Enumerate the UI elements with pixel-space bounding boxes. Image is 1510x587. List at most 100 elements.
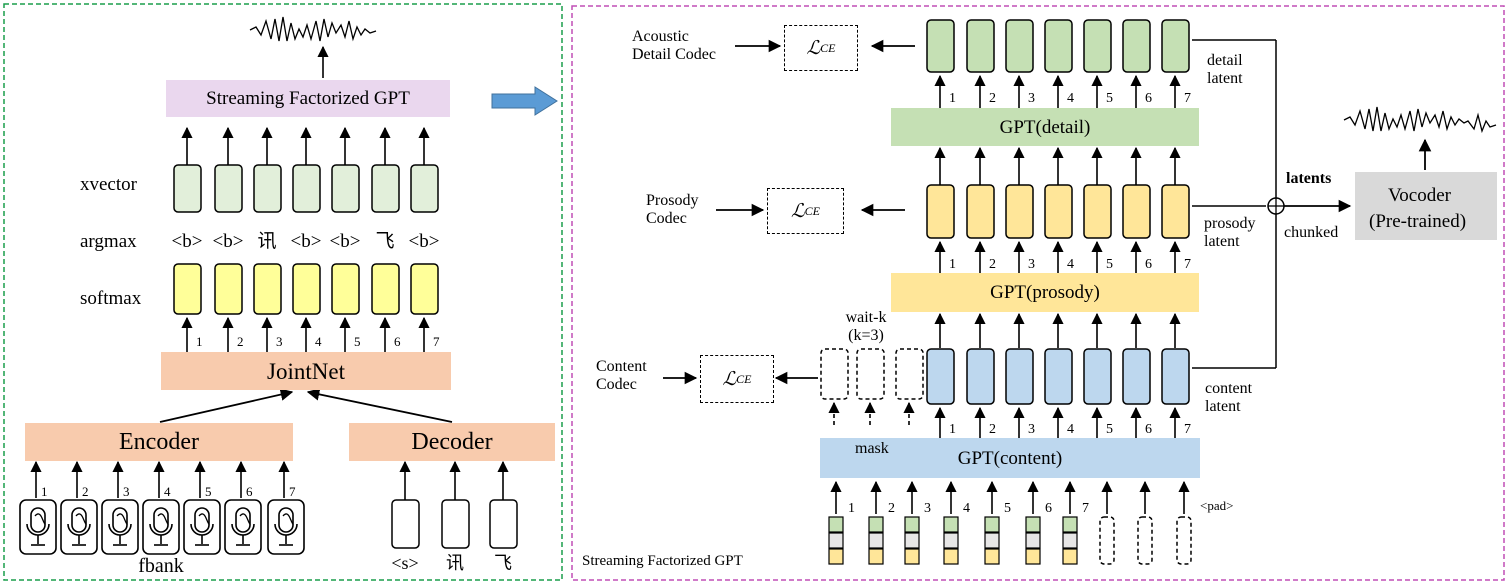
step-number: 1 bbox=[196, 334, 203, 349]
codec-token-stack bbox=[984, 516, 1000, 565]
left-panel-border bbox=[3, 3, 563, 581]
step-number: 5 bbox=[1106, 422, 1113, 437]
softmax-box bbox=[331, 263, 360, 315]
xvector-box bbox=[410, 164, 439, 213]
fbank-mic-icon bbox=[224, 499, 262, 555]
softmax-box bbox=[292, 263, 321, 315]
step-number: 1 bbox=[949, 91, 956, 106]
step-number: 4 bbox=[315, 334, 322, 349]
fbank-mic-icon bbox=[60, 499, 98, 555]
step-number: 4 bbox=[1067, 422, 1074, 437]
step-number: 2 bbox=[989, 422, 996, 437]
pad-placeholder-box bbox=[1176, 516, 1192, 565]
softmax-box bbox=[173, 263, 202, 315]
argmax-label: argmax bbox=[80, 231, 137, 252]
argmax-token: <b> bbox=[171, 231, 203, 252]
softmax-box bbox=[214, 263, 243, 315]
vocoder-pretrained-label: (Pre-trained) bbox=[1369, 211, 1467, 232]
right-waveform-icon bbox=[1343, 106, 1497, 134]
step-number: 3 bbox=[276, 334, 283, 349]
step-number: 6 bbox=[1145, 257, 1152, 272]
detail-latent-box bbox=[966, 19, 995, 73]
detail-latent-box bbox=[1161, 19, 1190, 73]
codec-token-stack bbox=[1062, 516, 1078, 565]
decoder-token-box bbox=[391, 499, 420, 549]
detail-latent-box bbox=[926, 19, 955, 73]
step-number: 7 bbox=[433, 334, 440, 349]
step-number: 5 bbox=[1106, 257, 1113, 272]
prosody-latent-label: prosody latent bbox=[1204, 215, 1256, 251]
step-number: 1 bbox=[41, 484, 48, 499]
content-latent-box bbox=[1044, 348, 1073, 405]
step-number: 6 bbox=[394, 334, 401, 349]
decoder-token-label: 讯 bbox=[446, 553, 464, 573]
pad-placeholder-box bbox=[1137, 516, 1153, 565]
step-number: 4 bbox=[164, 484, 171, 499]
content-latent-box bbox=[1161, 348, 1190, 405]
step-number: 3 bbox=[1028, 422, 1035, 437]
content-latent-box bbox=[926, 348, 955, 405]
step-number: 7 bbox=[1184, 422, 1191, 437]
gpt-content-block: GPT(content) bbox=[820, 438, 1200, 478]
codec-token-stack bbox=[1025, 516, 1041, 565]
step-number: 6 bbox=[1145, 422, 1152, 437]
step-number: 6 bbox=[1145, 91, 1152, 106]
wait-k-placeholder-box bbox=[856, 348, 885, 400]
step-number: 2 bbox=[888, 501, 895, 516]
fbank-mic-icon bbox=[183, 499, 221, 555]
xvector-box bbox=[331, 164, 360, 213]
arrow-encoder-jointnet bbox=[159, 388, 294, 423]
fbank-mic-icon bbox=[101, 499, 139, 555]
fbank-mic-icon bbox=[19, 499, 57, 555]
content-latent-box bbox=[966, 348, 995, 405]
codec-token-stack bbox=[868, 516, 884, 565]
detail-latent-label: detail latent bbox=[1207, 52, 1243, 88]
step-number: 3 bbox=[1028, 91, 1035, 106]
softmax-box bbox=[253, 263, 282, 315]
prosody-latent-box bbox=[1083, 184, 1112, 239]
xvector-label: xvector bbox=[80, 174, 137, 195]
gpt-detail-block: GPT(detail) bbox=[891, 108, 1199, 146]
argmax-token: <b> bbox=[212, 231, 244, 252]
step-number: 4 bbox=[963, 501, 970, 516]
step-number: 5 bbox=[1106, 91, 1113, 106]
right-panel-caption: Streaming Factorized GPT bbox=[582, 553, 743, 569]
wait-k-placeholder-box bbox=[820, 348, 849, 400]
step-number: 1 bbox=[848, 501, 855, 516]
prosody-latent-box bbox=[1044, 184, 1073, 239]
step-number: 7 bbox=[1082, 501, 1089, 516]
step-number: 1 bbox=[949, 422, 956, 437]
content-latent-box bbox=[1005, 348, 1034, 405]
prosody-codec-label: Prosody Codec bbox=[646, 192, 699, 228]
step-number: 2 bbox=[237, 334, 244, 349]
prosody-latent-box bbox=[926, 184, 955, 239]
streaming-factorized-gpt-block: Streaming Factorized GPT bbox=[166, 80, 450, 117]
pad-placeholder-box bbox=[1099, 516, 1115, 565]
xvector-box bbox=[214, 164, 243, 213]
vocoder-block: Vocoder (Pre-trained) bbox=[1355, 172, 1497, 240]
encoder-block: Encoder bbox=[25, 423, 293, 461]
vocoder-label: Vocoder bbox=[1388, 185, 1451, 206]
decoder-token-label: <s> bbox=[391, 553, 419, 573]
detail-latent-box bbox=[1005, 19, 1034, 73]
mask-label: mask bbox=[855, 440, 889, 457]
prosody-latent-box bbox=[966, 184, 995, 239]
step-number: 7 bbox=[1184, 257, 1191, 272]
argmax-token: 讯 bbox=[257, 231, 277, 252]
detail-latent-box bbox=[1083, 19, 1112, 73]
content-latent-box bbox=[1083, 348, 1112, 405]
decoder-token-box bbox=[441, 499, 470, 549]
softmax-box bbox=[371, 263, 400, 315]
prosody-latent-box bbox=[1122, 184, 1151, 239]
step-number: 5 bbox=[1004, 501, 1011, 516]
decoder-token-box bbox=[489, 499, 518, 549]
transition-arrow-icon bbox=[491, 86, 558, 116]
step-number: 2 bbox=[989, 91, 996, 106]
content-latent-box bbox=[1122, 348, 1151, 405]
right-panel-border bbox=[571, 5, 1505, 581]
step-number: 7 bbox=[1184, 91, 1191, 106]
decoder-block: Decoder bbox=[349, 423, 555, 461]
jointnet-block: JointNet bbox=[161, 352, 451, 390]
prosody-latent-box bbox=[1005, 184, 1034, 239]
